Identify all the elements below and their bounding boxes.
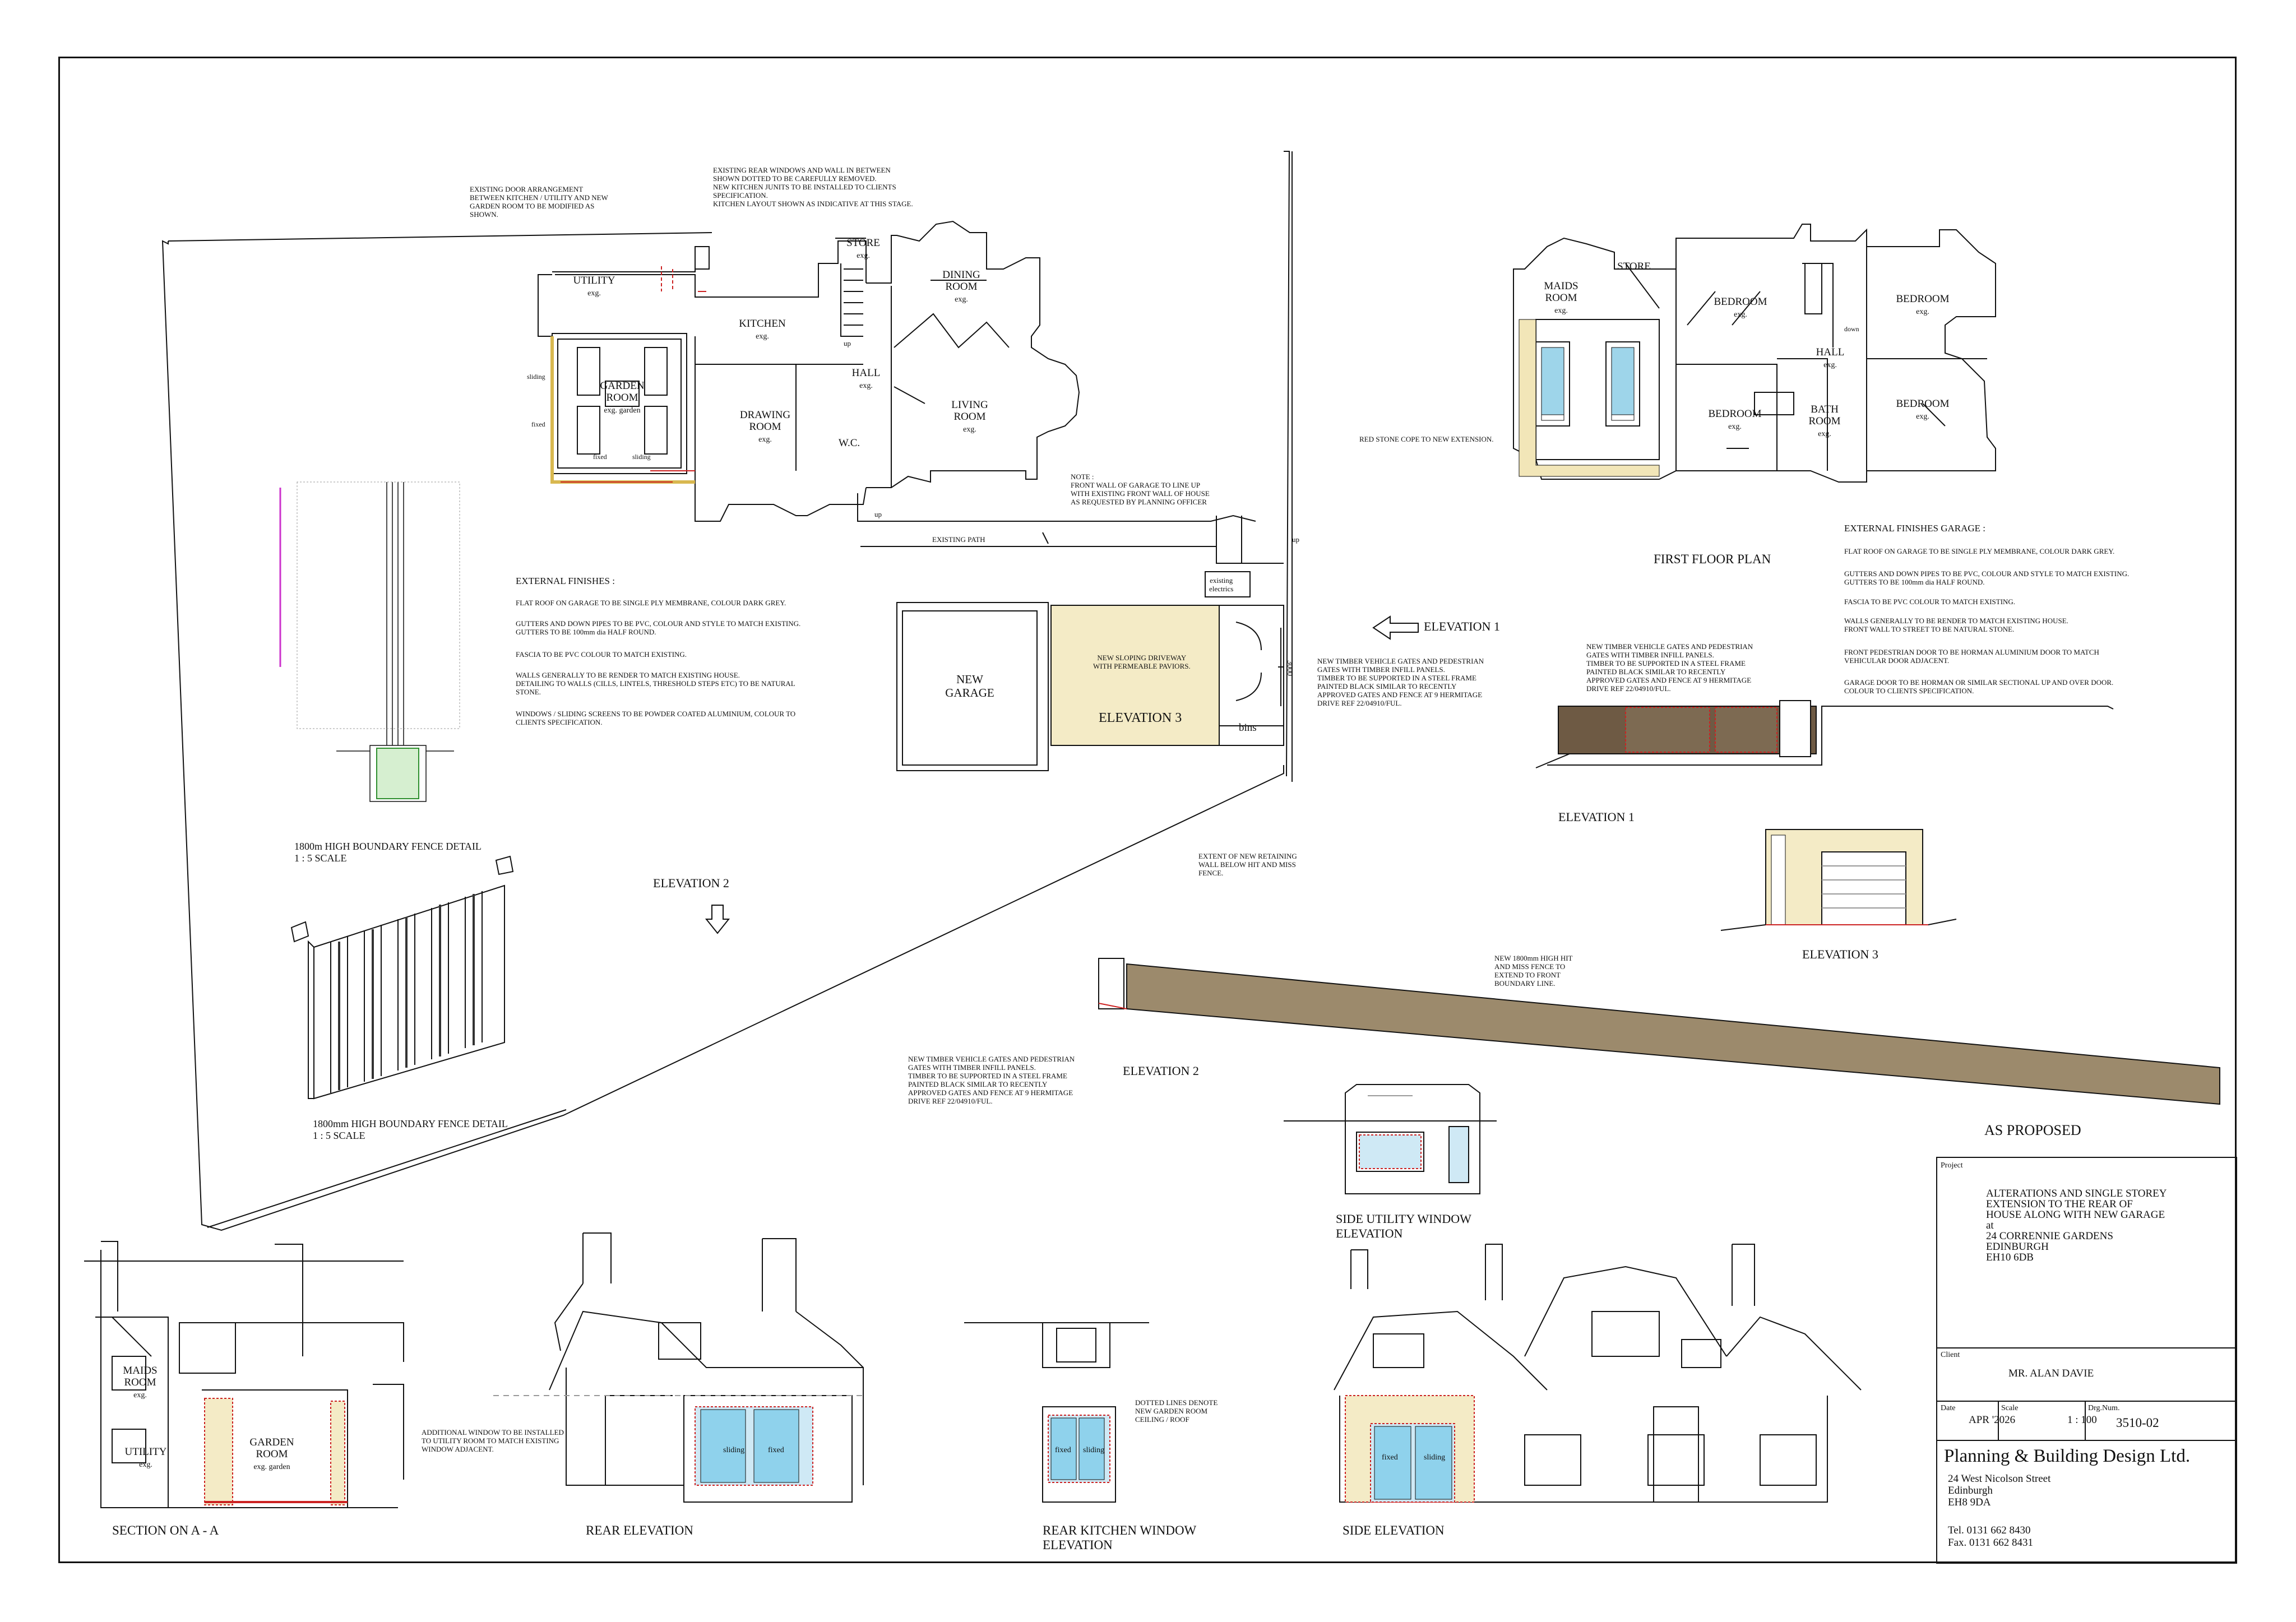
tb-drg: 3510-02 [2116,1416,2159,1430]
label-existing-path: EXISTING PATH [932,535,985,544]
finishes-garage-heading: EXTERNAL FINISHES GARAGE : [1844,523,1986,534]
title-fence-detail-2: 1800mm HIGH BOUNDARY FENCE DETAIL 1 : 5 … [313,1118,508,1141]
finish-item-4: WALLS GENERALLY TO BE RENDER TO MATCH EX… [516,671,795,696]
tb-client: MR. ALAN DAVIE [2008,1368,2094,1379]
note-red-stone: RED STONE COPE TO NEW EXTENSION. [1359,435,1494,443]
first-label-down: down [1844,325,1859,333]
title-as-proposed: AS PROPOSED [1984,1122,2081,1138]
finish-item-1: FLAT ROOF ON GARAGE TO BE SINGLE PLY MEM… [516,599,786,607]
tb-client-label: Client [1941,1351,1960,1359]
kitchen-sliding: sliding [1083,1446,1105,1454]
tb-phone: Tel. 0131 662 8430 Fax. 0131 662 8431 [1948,1524,2033,1549]
label-bins: bins [1239,722,1257,734]
finishes-heading: EXTERNAL FINISHES : [516,576,615,586]
note-dotted-lines: DOTTED LINES DENOTE NEW GARDEN ROOM CEIL… [1135,1398,1218,1424]
arrow-label-elevation-2: ELEVATION 2 [653,876,729,890]
label-fixed-left: fixed [531,420,545,428]
label-existing-electrics: existing electrics [1209,576,1234,593]
tb-date: APR '2026 [1969,1414,2016,1426]
note-additional-window: ADDITIONAL WINDOW TO BE INSTALLED TO UTI… [422,1428,564,1453]
plan-label-elevation-3: ELEVATION 3 [1099,711,1182,725]
kitchen-fixed: fixed [1055,1446,1071,1454]
label-fixed-bottom: fixed [593,453,607,461]
garage-finish-item-6: GARAGE DOOR TO BE HORMAN OR SIMILAR SECT… [1844,678,2114,695]
garage-finish-item-3: FASCIA TO BE PVC COLOUR TO MATCH EXISTIN… [1844,597,2016,606]
label-up-1: up [844,339,851,347]
note-retaining-wall: EXTENT OF NEW RETAINING WALL BELOW HIT A… [1198,852,1297,877]
note-gates-elev1: NEW TIMBER VEHICLE GATES AND PEDESTRIAN … [1586,642,1753,693]
tb-scale-label: Scale [2001,1404,2019,1412]
title-elevation-2: ELEVATION 2 [1123,1064,1199,1078]
label-up-3: up [1292,535,1299,544]
label-new-garage: NEW GARAGE [945,673,994,699]
note-gates-2: NEW TIMBER VEHICLE GATES AND PEDESTRIAN … [908,1055,1075,1105]
tb-date-label: Date [1941,1404,1956,1412]
tb-address: 24 West Nicolson Street Edinburgh EH8 9D… [1948,1473,2051,1508]
tb-project-label: Project [1941,1161,1963,1170]
finish-item-2: GUTTERS AND DOWN PIPES TO BE PVC, COLOUR… [516,619,801,636]
note-new-fence: NEW 1800mm HIGH HIT AND MISS FENCE TO EX… [1494,954,1573,988]
arrow-label-elevation-1: ELEVATION 1 [1424,619,1500,633]
rear-sliding: sliding [723,1446,745,1454]
finish-item-5: WINDOWS / SLIDING SCREENS TO BE POWDER C… [516,710,796,726]
title-section-aa: SECTION ON A - A [112,1523,219,1537]
garage-finish-item-2: GUTTERS AND DOWN PIPES TO BE PVC, COLOUR… [1844,569,2130,586]
dimension-3000: 3000 [1285,660,1294,676]
side-fixed: fixed [1382,1453,1398,1462]
note-rear-windows: EXISTING REAR WINDOWS AND WALL IN BETWEE… [713,166,913,208]
title-rear-kitchen-window: REAR KITCHEN WINDOW ELEVATION [1043,1523,1197,1552]
label-sliding-bottom: sliding [632,453,651,461]
label-up-2: up [874,510,882,518]
title-rear-elevation: REAR ELEVATION [586,1523,693,1537]
title-elevation-1: ELEVATION 1 [1558,810,1635,824]
drawing-frame [58,57,2237,1563]
title-first-floor-plan: FIRST FLOOR PLAN [1654,552,1771,566]
label-sliding-left: sliding [527,373,545,381]
first-room-store: STORE [1617,261,1651,272]
finish-item-3: FASCIA TO BE PVC COLOUR TO MATCH EXISTIN… [516,650,687,659]
room-wc: W.C. [838,437,860,449]
note-front-wall: NOTE : FRONT WALL OF GARAGE TO LINE UP W… [1071,472,1210,506]
side-sliding: sliding [1424,1453,1446,1462]
garage-finish-item-5: FRONT PEDESTRIAN DOOR TO BE HORMAN ALUMI… [1844,648,2099,665]
title-side-utility-window: SIDE UTILITY WINDOW ELEVATION [1336,1212,1471,1240]
tb-company: Planning & Building Design Ltd. [1944,1446,2191,1466]
tb-project: ALTERATIONS AND SINGLE STOREY EXTENSION … [1986,1188,2167,1263]
garage-finish-item-4: WALLS GENERALLY TO BE RENDER TO MATCH EX… [1844,617,2068,633]
note-door-arrangement: EXISTING DOOR ARRANGEMENT BETWEEN KITCHE… [470,185,608,219]
note-driveway: NEW SLOPING DRIVEWAY WITH PERMEABLE PAVI… [1093,654,1191,670]
garage-finish-item-1: FLAT ROOF ON GARAGE TO BE SINGLE PLY MEM… [1844,547,2115,555]
title-elevation-3: ELEVATION 3 [1802,947,1878,961]
note-gates-1: NEW TIMBER VEHICLE GATES AND PEDESTRIAN … [1317,657,1484,707]
tb-drg-label: Drg.Num. [2088,1404,2120,1412]
rear-fixed: fixed [768,1446,784,1454]
title-fence-detail-1: 1800m HIGH BOUNDARY FENCE DETAIL 1 : 5 S… [294,841,482,864]
title-side-elevation: SIDE ELEVATION [1343,1523,1445,1537]
tb-scale: 1 : 100 [2067,1414,2097,1426]
